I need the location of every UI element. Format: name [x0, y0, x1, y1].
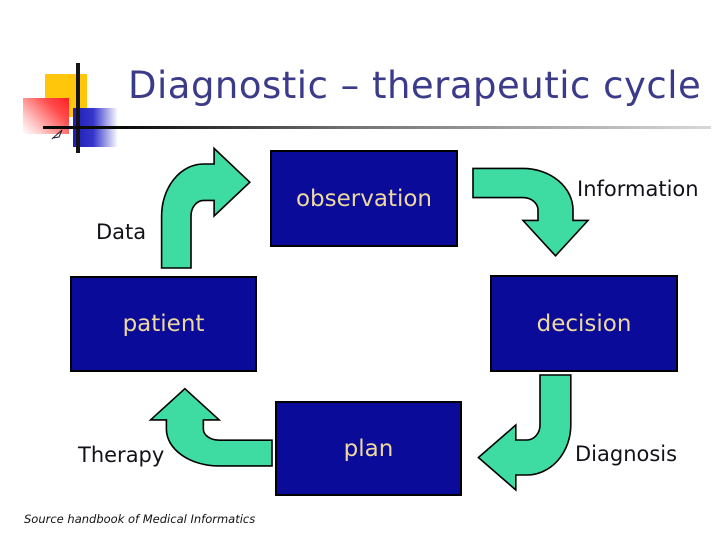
box-plan-label: plan	[343, 435, 394, 462]
label-therapy: Therapy	[78, 443, 165, 467]
box-observation: observation	[270, 150, 458, 247]
arrow-observation-to-decision-icon	[473, 156, 598, 260]
box-decision-label: decision	[536, 310, 632, 337]
box-decision: decision	[490, 275, 678, 372]
source-note: Source handbook of Medical Informatics	[24, 512, 256, 526]
title-underline	[43, 126, 711, 129]
box-patient-label: patient	[122, 311, 205, 337]
arrow-patient-to-observation-icon	[149, 138, 254, 268]
label-data: Data	[96, 220, 147, 244]
page-title: Diagnostic – therapeutic cycle	[128, 64, 702, 107]
logo-vertical-line	[76, 63, 80, 153]
arrow-decision-to-plan-icon	[474, 375, 584, 500]
label-diagnosis: Diagnosis	[575, 442, 678, 466]
box-patient: patient	[70, 276, 257, 372]
label-information: Information	[577, 177, 699, 201]
pencil-doodle-icon	[51, 129, 63, 140]
box-plan: plan	[275, 401, 462, 496]
box-observation-label: observation	[295, 185, 433, 212]
arrow-plan-to-patient-icon	[140, 385, 272, 477]
